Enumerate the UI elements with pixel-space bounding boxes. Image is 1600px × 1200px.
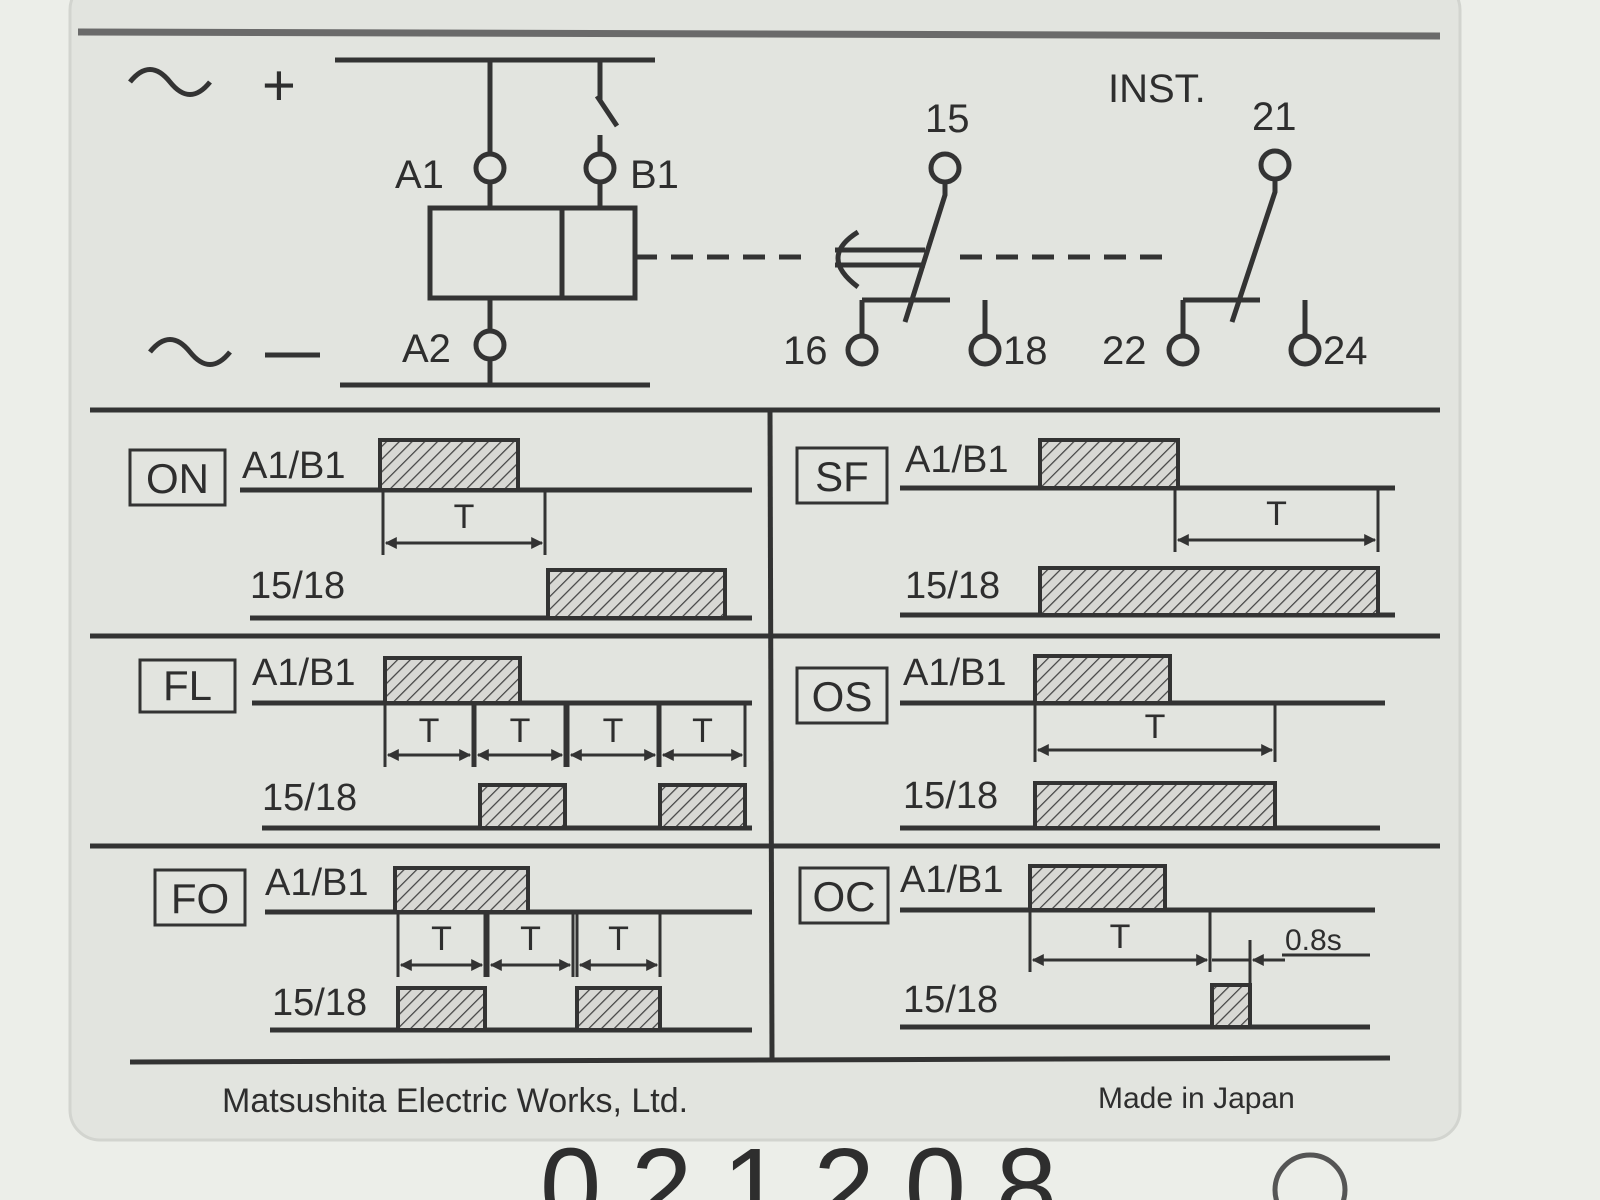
date-stamp: 021208: [540, 1126, 1087, 1200]
timing-panel-fo: FO A1/B1T T T 15/18: [153, 862, 752, 1033]
terminal-22: [1166, 333, 1200, 367]
mode-box: [795, 446, 889, 505]
origin-text: Made in Japan: [1098, 1082, 1295, 1115]
label-15: 15: [925, 97, 970, 141]
label-a2: A2: [402, 327, 451, 371]
output-pulse: [478, 783, 567, 830]
input-label: A1/B1: [903, 652, 1007, 694]
terminal-24: [1288, 333, 1322, 367]
terminal-18: [968, 333, 1002, 367]
time-label: T: [603, 712, 624, 750]
time-label: T: [520, 920, 541, 958]
output-pulse: [396, 986, 487, 1032]
input-pulse: [383, 656, 522, 705]
output-pulse: [546, 568, 727, 620]
label-a1: A1: [395, 153, 444, 197]
time-label: T: [1110, 918, 1131, 956]
time-label: T: [608, 920, 629, 958]
input-pulse: [1038, 438, 1180, 490]
input-pulse: [1033, 654, 1172, 705]
time-label: T: [1145, 708, 1166, 746]
contact-blade-15: [902, 182, 948, 323]
mode-box: [138, 658, 237, 714]
input-label: A1/B1: [905, 439, 1009, 481]
input-pulse: [378, 438, 520, 492]
top-divider: [77, 28, 1441, 40]
mode-box: [795, 666, 889, 725]
output-label: 15/18: [903, 979, 998, 1021]
output-label: 15/18: [262, 777, 357, 819]
label-b1: B1: [630, 153, 679, 197]
timing-panel-fl: FL A1/B1T T T T 15/18: [138, 652, 752, 831]
manufacturer-text: Matsushita Electric Works, Ltd.: [222, 1082, 688, 1120]
label-18: 18: [1003, 329, 1048, 373]
mode-label: ON: [146, 455, 209, 502]
contact-blade-21: [1229, 179, 1278, 323]
time-label: T: [510, 712, 531, 750]
relay-coil: [427, 205, 638, 301]
mode-label: FO: [171, 875, 229, 922]
ac-symbol-top: [128, 67, 212, 97]
pulse-label: 0.8s: [1285, 924, 1342, 957]
output-label: 15/18: [903, 775, 998, 817]
input-label: A1/B1: [265, 862, 369, 904]
output-label: 15/18: [250, 565, 345, 607]
time-label: T: [431, 920, 452, 958]
timing-panel-os: OS A1/B1T 15/18: [795, 652, 1385, 831]
time-label: T: [692, 712, 713, 750]
input-pulse: [1028, 864, 1167, 912]
output-pulse: [1033, 781, 1277, 830]
time-label: T: [419, 712, 440, 750]
mode-box: [798, 866, 890, 925]
label-21: 21: [1252, 95, 1297, 139]
input-label: A1/B1: [252, 652, 356, 694]
input-label: A1/B1: [900, 859, 1004, 901]
inst-label: INST.: [1108, 67, 1206, 111]
output-label: 15/18: [272, 982, 367, 1024]
output-label: 15/18: [905, 565, 1000, 607]
ac-symbol-bottom: [148, 337, 232, 367]
circuit-diagram: + A1 B1 A2 15 16 18 INST. 21: [128, 53, 1368, 388]
timing-grid: [90, 407, 1440, 1065]
mode-box: [128, 448, 227, 507]
mode-label: OS: [812, 673, 873, 720]
input-pulse: [393, 866, 530, 914]
terminal-16: [845, 333, 879, 367]
label-plate: [68, 0, 1462, 1142]
time-label: T: [454, 498, 475, 536]
timing-panel-sf: SF A1/B1T 15/18: [795, 438, 1395, 618]
stamp-circle: [1272, 1152, 1348, 1200]
supply-plus-sign: +: [262, 53, 296, 118]
label-24: 24: [1323, 329, 1368, 373]
mode-label: SF: [815, 453, 869, 500]
output-pulse: [658, 783, 747, 830]
switch-icon: [594, 60, 620, 154]
time-label: T: [1266, 495, 1287, 533]
input-label: A1/B1: [242, 445, 346, 487]
mode-box: [153, 868, 247, 927]
timing-panel-on: ON A1/B1T 15/18: [128, 438, 752, 621]
mode-label: FL: [163, 662, 212, 709]
output-pulse: [1038, 566, 1380, 617]
time-delay-symbol: [835, 229, 925, 289]
mode-label: OC: [813, 873, 876, 920]
output-pulse: [1210, 983, 1252, 1029]
output-pulse: [575, 986, 662, 1032]
label-22: 22: [1102, 329, 1147, 373]
timing-panel-oc: OC A1/B1T 15/18 0.8s: [798, 859, 1375, 1030]
label-16: 16: [783, 329, 828, 373]
